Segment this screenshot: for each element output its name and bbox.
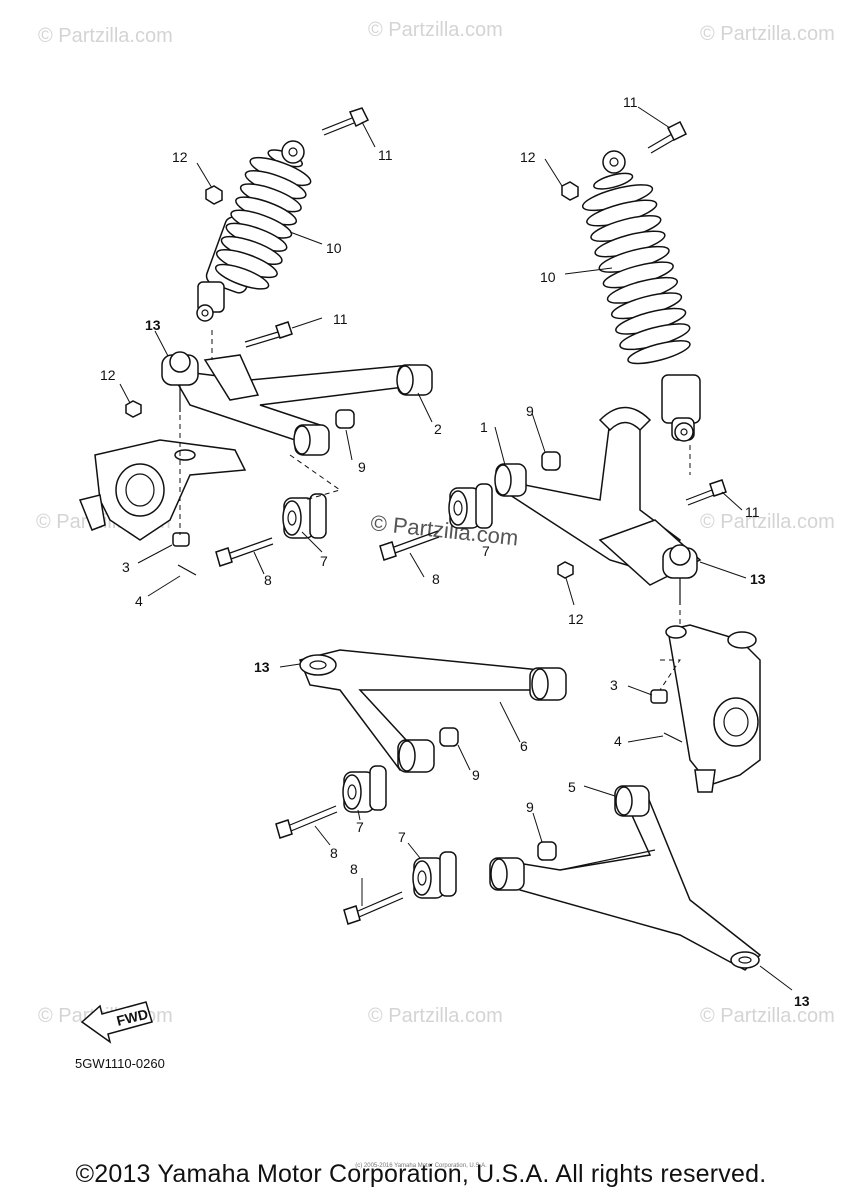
- callout-labels: 12 11 10 11 13 12 2 9 7 8 3 4 11 12 10 9…: [100, 94, 810, 1009]
- watermark: © Partzilla.com: [38, 25, 173, 47]
- callout-13: 13: [750, 571, 766, 587]
- callout-9: 9: [526, 403, 534, 419]
- callout-2: 2: [434, 421, 442, 437]
- left-knuckle: [78, 439, 247, 541]
- callout-7: 7: [320, 553, 328, 569]
- right-ball-joint: [662, 544, 698, 605]
- watermark: © Partzilla.com: [700, 1005, 835, 1027]
- right-bolt-top: [647, 120, 688, 154]
- copyright-notice: ©2013 Yamaha Motor Corporation, U.S.A. A…: [75, 1160, 767, 1188]
- callout-9: 9: [472, 767, 480, 783]
- callout-12: 12: [568, 611, 584, 627]
- lower-right-bushing: [412, 851, 457, 899]
- right-bolt-mid: [685, 479, 727, 506]
- callout-3: 3: [122, 559, 130, 575]
- left-nut-top: [205, 185, 223, 205]
- callout-11: 11: [623, 94, 638, 110]
- left-bolt-top: [321, 107, 370, 136]
- left-bolt-mid: [244, 321, 293, 348]
- callout-4: 4: [614, 733, 622, 749]
- callout-10: 10: [540, 269, 556, 285]
- lower-left-bushing: [342, 765, 387, 813]
- watermark: © Partzilla.com: [368, 19, 503, 41]
- left-shock-absorber: [196, 140, 312, 322]
- callout-12: 12: [172, 149, 188, 165]
- callout-11: 11: [333, 311, 348, 327]
- right-nut-top: [561, 181, 579, 201]
- left-upper-arm: [168, 354, 433, 456]
- callout-12: 12: [100, 367, 116, 383]
- left-castle-nut: [172, 532, 190, 547]
- diagram-code: 5GW1110-0260: [75, 1056, 165, 1071]
- callout-1: 1: [480, 419, 488, 435]
- fine-print: (c) 2005-2016 Yamaha Motor Corporation, …: [355, 1163, 487, 1169]
- callout-3: 3: [610, 677, 618, 693]
- right-bolt-lower: [379, 530, 440, 561]
- callout-7: 7: [398, 829, 406, 845]
- lower-left-collar: [439, 727, 459, 747]
- callout-9: 9: [526, 799, 534, 815]
- right-lower-arm: [489, 785, 762, 971]
- callout-7: 7: [482, 543, 490, 559]
- callout-4: 4: [135, 593, 143, 609]
- left-cotter-pin: [177, 564, 197, 576]
- callout-6: 6: [520, 738, 528, 754]
- watermark: © Partzilla.com: [368, 1005, 503, 1027]
- right-castle-nut: [650, 689, 668, 704]
- callout-8: 8: [432, 571, 440, 587]
- callout-12: 12: [520, 149, 536, 165]
- callout-8: 8: [350, 861, 358, 877]
- watermark: © Partzilla.com: [700, 23, 835, 45]
- callout-7: 7: [356, 819, 364, 835]
- leader-lines: [119, 106, 793, 991]
- fwd-label: FWD: [115, 1006, 150, 1029]
- right-collar: [541, 451, 561, 471]
- lower-right-bolt: [343, 891, 404, 925]
- callout-9: 9: [358, 459, 366, 475]
- fwd-arrow-icon: FWD: [80, 1001, 153, 1044]
- callout-13: 13: [254, 659, 270, 675]
- callout-11: 11: [378, 147, 393, 163]
- left-collar: [335, 409, 355, 429]
- callout-13: 13: [794, 993, 810, 1009]
- right-shock-absorber: [581, 150, 701, 442]
- right-bushing: [448, 483, 493, 529]
- left-lower-arm: [298, 649, 567, 773]
- callout-10: 10: [326, 240, 342, 256]
- left-bushing: [282, 493, 327, 539]
- lower-right-collar: [537, 841, 557, 861]
- left-ball-joint: [161, 351, 199, 412]
- callout-11: 11: [745, 504, 760, 520]
- right-knuckle: [665, 624, 761, 793]
- right-nut-mid: [557, 561, 574, 579]
- lower-left-bolt: [275, 805, 338, 839]
- right-cotter-pin: [663, 732, 683, 743]
- callout-13: 13: [145, 317, 161, 333]
- callout-8: 8: [264, 572, 272, 588]
- callout-8: 8: [330, 845, 338, 861]
- left-nut-mid: [125, 400, 142, 418]
- left-guide-line: [289, 454, 342, 501]
- watermark: © Partzilla.com: [700, 511, 835, 533]
- callout-5: 5: [568, 779, 576, 795]
- right-guide-line: [659, 659, 681, 691]
- left-bolt-lower: [215, 537, 274, 567]
